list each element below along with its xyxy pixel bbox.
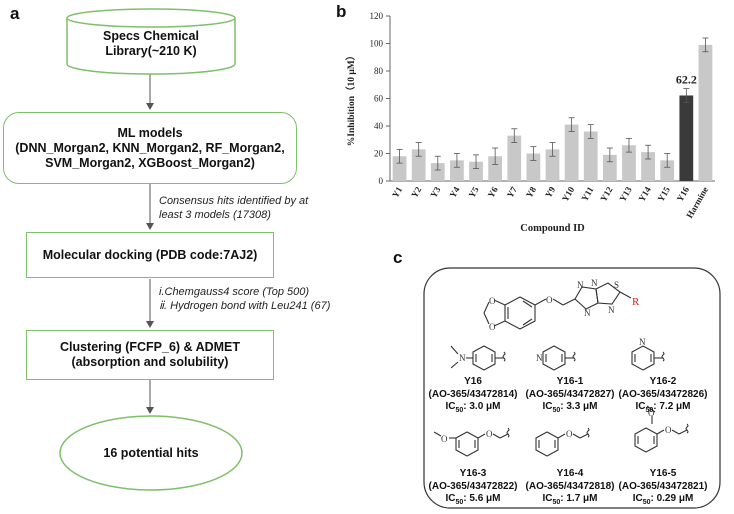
x-tick-label: Y1 — [390, 185, 404, 200]
y16-4-o-atom: O — [566, 429, 573, 439]
y-tick-label: 0 — [379, 176, 384, 186]
bar-harmine — [698, 44, 713, 181]
compound-label-y16: Y16 (AO-365/43472814) IC50: 3.0 μM — [428, 376, 518, 414]
bar-y13 — [622, 145, 636, 181]
ml-models-box: ML models (DNN_Morgan2, KNN_Morgan2, RF_… — [3, 112, 297, 184]
bar-y16 — [679, 95, 694, 181]
y16-2-structure — [631, 345, 665, 371]
bar-y12 — [602, 154, 617, 181]
y16-3-o2-atom: O — [486, 429, 493, 439]
bar-y11 — [583, 131, 598, 181]
x-axis-title: Compound ID — [520, 223, 585, 234]
y-tick-label: 120 — [370, 11, 384, 21]
bar-y10 — [564, 124, 579, 181]
ml-line1: (DNN_Morgan2, KNN_Morgan2, RF_Morgan2, — [15, 140, 285, 155]
highlight-value-label: 62.2 — [676, 73, 697, 87]
y16-3-o1-atom: O — [441, 434, 448, 444]
atom-s: S — [614, 280, 619, 290]
x-tick-label: Y3 — [428, 185, 442, 200]
r-group-label: R — [632, 296, 640, 308]
clustering-box: Clustering (FCFP_6) & ADMET (absorption … — [26, 330, 274, 380]
x-tick-label: Y6 — [486, 185, 500, 200]
bar-y1 — [392, 156, 407, 181]
cluster-line1: Clustering (FCFP_6) & ADMET — [59, 340, 241, 354]
docking-criteria-note: i.Chemgauss4 score (Top 500) ⅱ. Hydrogen… — [159, 286, 331, 313]
library-label: Specs Chemical Library(~210 K) — [66, 22, 236, 66]
compound-label-y16-2: Y16-2 (AO-365/43472826) IC50: 7.2 μM — [618, 376, 708, 414]
atom-n1: N — [577, 280, 584, 290]
y-tick-label: 20 — [374, 149, 384, 159]
y16-1-n-atom: N — [536, 353, 543, 363]
cluster-line2: (absorption and solubility) — [71, 355, 229, 369]
panel-a-letter: a — [10, 4, 20, 23]
x-tick-label: Y8 — [524, 185, 538, 200]
bar-y9 — [545, 149, 560, 181]
ml-line2: SVM_Morgan2, XGBoost_Morgan2) — [45, 155, 255, 170]
library-line2: Library(~210 K) — [105, 44, 197, 58]
y16-4-structure — [535, 427, 590, 457]
y16-3-structure — [433, 427, 510, 457]
panel-c-letter: c — [393, 248, 403, 267]
bar-y7 — [507, 135, 522, 181]
bar-y14 — [641, 152, 655, 181]
ml-title: ML models — [117, 125, 183, 140]
y-tick-label: 80 — [374, 66, 384, 76]
docking-box: Molecular docking (PDB code:7AJ2) — [26, 232, 274, 278]
y16-5-structure — [634, 405, 689, 453]
x-tick-label: Y2 — [409, 185, 423, 200]
compound-label-y16-3: Y16-3 (AO-365/43472822) IC50: 5.6 μM — [428, 468, 518, 506]
library-line1: Specs Chemical — [103, 29, 199, 43]
y-tick-label: 60 — [374, 94, 384, 104]
bar-y4 — [450, 160, 464, 181]
hits-ellipse — [59, 415, 243, 491]
x-tick-label: Y4 — [447, 185, 461, 200]
compound-label-y16-5: Y16-5 (AO-365/43472821) IC50: 0.29 μM — [618, 468, 708, 506]
y16-2-n-atom: N — [639, 337, 646, 347]
compound-label-y16-1: Y16-1 (AO-365/43472827) IC50: 3.3 μM — [525, 376, 615, 414]
x-tick-label: Y5 — [467, 185, 481, 200]
bar-y3 — [430, 163, 445, 181]
bar-y8 — [526, 153, 541, 181]
panel-b-letter: b — [336, 2, 347, 21]
atom-o3: O — [546, 295, 553, 305]
atom-n2: N — [591, 278, 598, 288]
y16-1-structure — [542, 345, 576, 371]
hits-label-wrap: 16 potential hits — [58, 414, 244, 492]
compound-label-y16-4: Y16-4 (AO-365/43472818) IC50: 1.7 μM — [525, 468, 615, 506]
y-tick-label: 40 — [374, 121, 384, 131]
core-atoms: O O O N N S N N — [489, 278, 619, 332]
docking-label: Molecular docking (PDB code:7AJ2) — [42, 247, 258, 262]
y-axis-title: %Inhibition（10 μM） — [345, 51, 357, 146]
library-cylinder — [66, 8, 236, 75]
core-scaffold — [483, 282, 632, 330]
atom-o1: O — [489, 296, 496, 306]
bar-y2 — [411, 149, 426, 181]
y16-n-atom: N — [459, 353, 466, 363]
y16-structure — [450, 345, 506, 371]
y16-5-o2-atom: O — [665, 425, 672, 435]
consensus-note: Consensus hits identified by at least 3 … — [159, 195, 309, 222]
y-tick-label: 100 — [370, 39, 384, 49]
bar-y6 — [488, 156, 503, 181]
bar-y5 — [469, 161, 483, 181]
bar-y15 — [660, 160, 675, 181]
x-tick-label: Y7 — [505, 185, 519, 200]
atom-n4: N — [608, 305, 615, 315]
x-tick-label: Y9 — [543, 185, 557, 200]
hits-label: 16 potential hits — [103, 445, 199, 460]
y16-5-o1-atom: O — [648, 408, 655, 418]
atom-o2: O — [489, 322, 496, 332]
atom-n3: N — [584, 308, 591, 318]
